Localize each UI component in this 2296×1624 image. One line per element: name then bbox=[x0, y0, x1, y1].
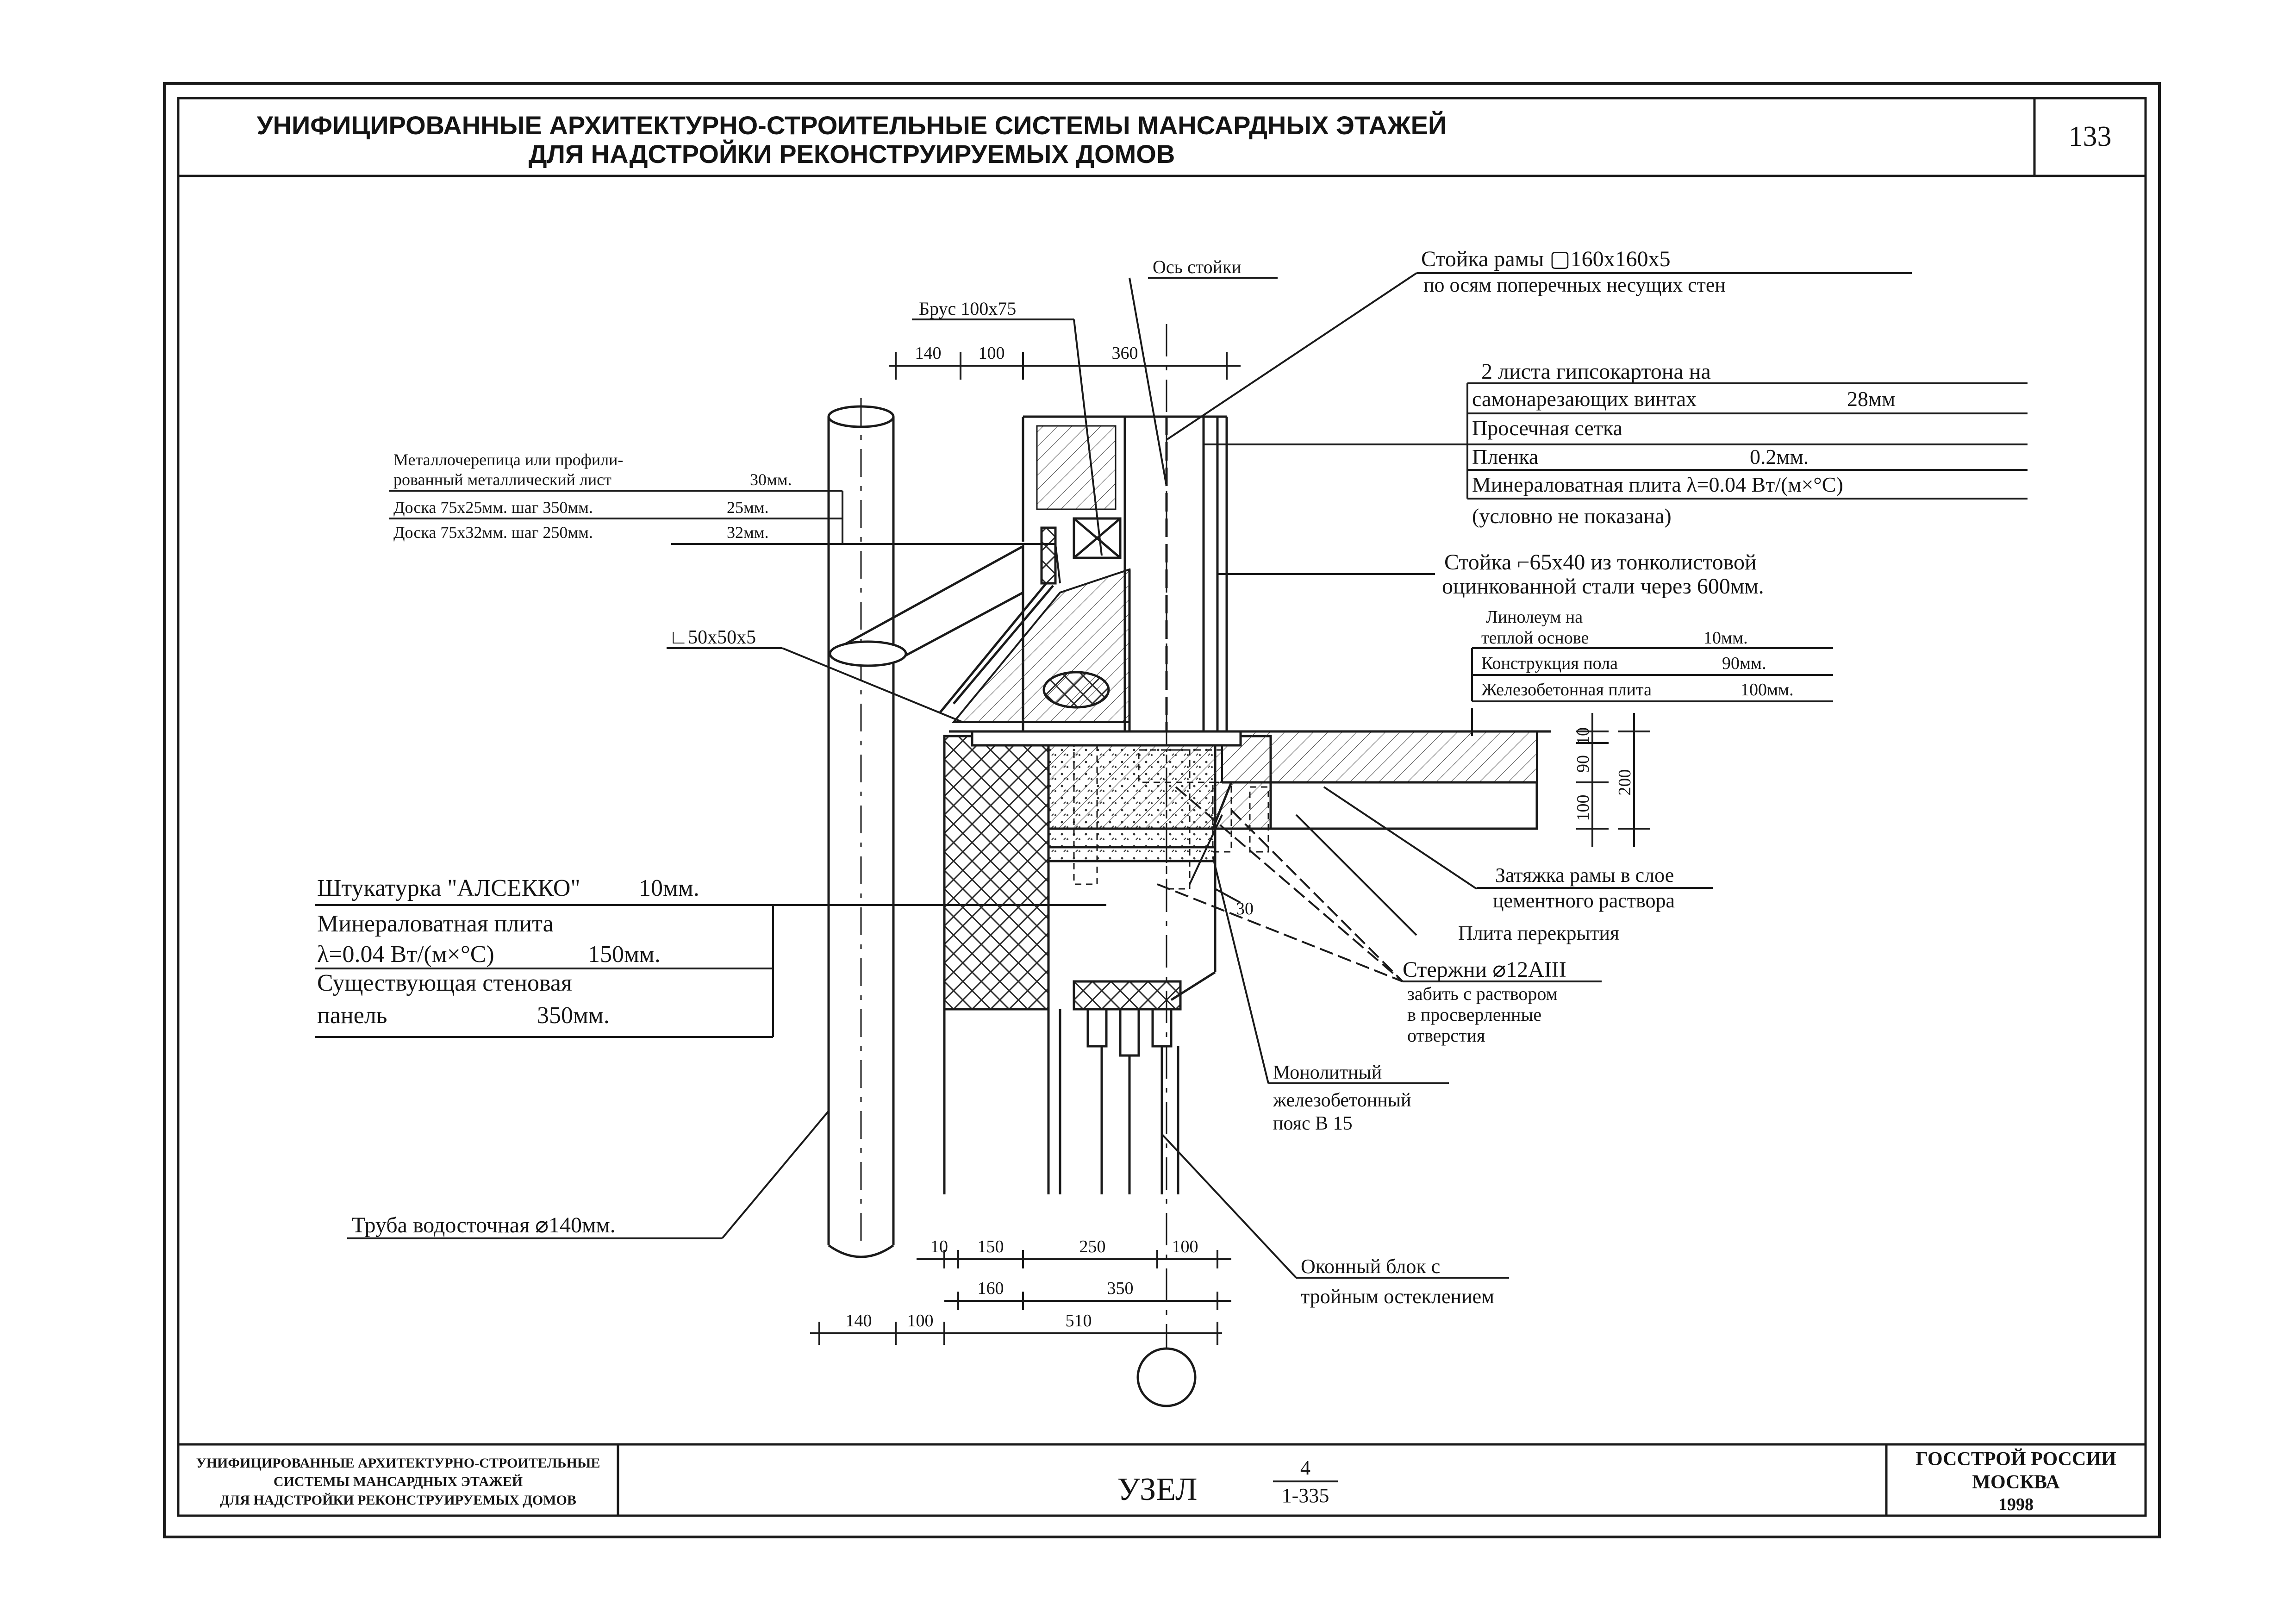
linoleum-label-1: Линолеум на bbox=[1486, 607, 1583, 627]
org-name: ГОССТРОЙ РОССИИ bbox=[1915, 1449, 2116, 1470]
gypsum-label-2: самонарезающих винтах bbox=[1472, 387, 1697, 411]
roof-value: 30мм. bbox=[750, 470, 792, 489]
gypsum-label-1: 2 листа гипсокартона на bbox=[1481, 359, 1711, 384]
dim-top-360: 360 bbox=[1112, 344, 1138, 363]
post-label-1: Стойка ⌐65х40 из тонколистовой bbox=[1444, 550, 1757, 575]
board1-label: Доска 75х25мм. шаг 350мм. bbox=[393, 498, 593, 517]
rods-label: Стержни ⌀12АIII bbox=[1403, 957, 1566, 982]
insulation-block bbox=[943, 735, 1050, 1011]
dim-b3-140: 140 bbox=[846, 1311, 872, 1330]
monolith-label-2: железобетонный bbox=[1273, 1090, 1411, 1111]
drainpipe bbox=[827, 398, 1024, 1258]
mesh-label: Просечная сетка bbox=[1472, 416, 1622, 440]
dim-v-100: 100 bbox=[1573, 795, 1593, 821]
post-label-2: оцинкованной стали через 600мм. bbox=[1442, 574, 1764, 599]
gypsum-value: 28мм bbox=[1847, 387, 1895, 411]
title-line-1: УНИФИЦИРОВАННЫЕ АРХИТЕКТУРНО-СТРОИТЕЛЬНЫ… bbox=[257, 111, 1447, 140]
dim-b1-10: 10 bbox=[930, 1237, 948, 1256]
linoleum-label-2: теплой основе bbox=[1481, 628, 1589, 648]
dim-30: 30 bbox=[1236, 899, 1254, 918]
pipe-label: Труба водосточная ⌀140мм. bbox=[352, 1213, 616, 1237]
window-label-1: Оконный блок с bbox=[1301, 1255, 1440, 1278]
dim-b3-100: 100 bbox=[907, 1311, 934, 1330]
monolith-label-1: Монолитный bbox=[1273, 1062, 1382, 1083]
footer-left-3: ДЛЯ НАДСТРОЙКИ РЕКОНСТРУИРУЕМЫХ ДОМОВ bbox=[220, 1493, 576, 1508]
node-denominator: 1-335 bbox=[1282, 1484, 1329, 1507]
node-numerator: 4 bbox=[1300, 1456, 1310, 1479]
footer-left-2: СИСТЕМЫ МАНСАРДНЫХ ЭТАЖЕЙ bbox=[274, 1474, 523, 1489]
dim-v-200: 200 bbox=[1615, 769, 1635, 796]
beam-label: Брус 100х75 bbox=[919, 298, 1016, 319]
floor-slab bbox=[971, 730, 1551, 830]
tie-label-1: Затяжка рамы в слое bbox=[1495, 864, 1674, 887]
rods-label-2: в просверленные bbox=[1407, 1004, 1541, 1025]
rods bbox=[1073, 744, 1269, 890]
axis-label: Ось стойки bbox=[1153, 256, 1242, 277]
wall-value: 350мм. bbox=[537, 1002, 610, 1029]
film-label: Пленка bbox=[1472, 445, 1538, 468]
floor-slab-label: Плита перекрытия bbox=[1458, 922, 1619, 944]
angle-label: ∟50х50х5 bbox=[669, 627, 756, 648]
org-year: 1998 bbox=[1998, 1495, 2034, 1514]
dim-v-10: 10 bbox=[1573, 727, 1593, 745]
mineral-plate-label: Минераловатная плита λ=0.04 Вт/(м×°С) bbox=[1472, 473, 1843, 496]
plaster-value: 10мм. bbox=[639, 875, 699, 901]
not-shown-label: (условно не показана) bbox=[1472, 504, 1672, 528]
window-label-2: тройным остеклением bbox=[1301, 1285, 1494, 1308]
roof-label-1: Металлочерепица или профили- bbox=[393, 450, 623, 469]
dimension-lines bbox=[810, 352, 1650, 1345]
board2-label: Доска 75х32мм. шаг 250мм. bbox=[393, 523, 593, 542]
mineral-value: 150мм. bbox=[588, 941, 661, 968]
floor-label: Конструкция пола bbox=[1481, 654, 1618, 673]
linoleum-value: 10мм. bbox=[1703, 628, 1748, 648]
roof-label-2: рованный металлический лист bbox=[393, 470, 611, 489]
axis-marker bbox=[1136, 1347, 1197, 1407]
film-value: 0.2мм. bbox=[1750, 445, 1809, 468]
node-word: УЗЕЛ bbox=[1117, 1472, 1197, 1507]
dim-top-100: 100 bbox=[979, 344, 1005, 363]
mineral-label-1: Минераловатная плита bbox=[317, 911, 554, 937]
title-line-2: ДЛЯ НАДСТРОЙКИ РЕКОНСТРУИРУЕМЫХ ДОМОВ bbox=[529, 139, 1175, 169]
dim-b1-250: 250 bbox=[1079, 1237, 1106, 1256]
dim-v-90: 90 bbox=[1573, 755, 1593, 773]
plaster-label: Штукатурка "АЛСЕККО" bbox=[317, 875, 580, 901]
page-number: 133 bbox=[2069, 121, 2112, 152]
roof-slope bbox=[939, 517, 1130, 723]
floor-value: 90мм. bbox=[1722, 654, 1766, 673]
slab-value: 100мм. bbox=[1741, 680, 1794, 700]
board1-value: 25мм. bbox=[727, 498, 769, 517]
monolith-label-3: пояс В 15 bbox=[1273, 1113, 1353, 1134]
tie-label-2: цементного раствора bbox=[1493, 889, 1675, 912]
wall-label-1: Существующая стеновая bbox=[317, 970, 572, 996]
footer-left-1: УНИФИЦИРОВАННЫЕ АРХИТЕКТУРНО-СТРОИТЕЛЬНЫ… bbox=[196, 1455, 600, 1471]
wall-label-2: панель bbox=[317, 1002, 387, 1029]
node-drawing bbox=[827, 324, 1551, 1407]
board2-value: 32мм. bbox=[727, 523, 769, 542]
dim-b1-100: 100 bbox=[1172, 1237, 1198, 1256]
window-block bbox=[1073, 980, 1182, 1194]
mineral-label-2: λ=0.04 Вт/(м×°С) bbox=[317, 941, 494, 968]
sheet-frame bbox=[163, 82, 2161, 1538]
rods-label-3: отверстия bbox=[1407, 1025, 1485, 1046]
dim-b2-160: 160 bbox=[978, 1279, 1004, 1298]
dim-b3-510: 510 bbox=[1066, 1311, 1092, 1330]
rods-label-1: забить с раствором bbox=[1407, 983, 1558, 1004]
org-city: МОСКВА bbox=[1972, 1472, 2060, 1493]
frame-post-label-2: по осям поперечных несущих стен bbox=[1423, 274, 1726, 296]
slab-label: Железобетонная плита bbox=[1481, 680, 1652, 700]
dim-b1-150: 150 bbox=[978, 1237, 1004, 1256]
dim-top-140: 140 bbox=[915, 344, 942, 363]
dim-b2-350: 350 bbox=[1107, 1279, 1134, 1298]
leader-lines bbox=[315, 272, 2028, 1279]
frame-post-label-1: Стойка рамы ▢160х160х5 bbox=[1421, 247, 1671, 271]
